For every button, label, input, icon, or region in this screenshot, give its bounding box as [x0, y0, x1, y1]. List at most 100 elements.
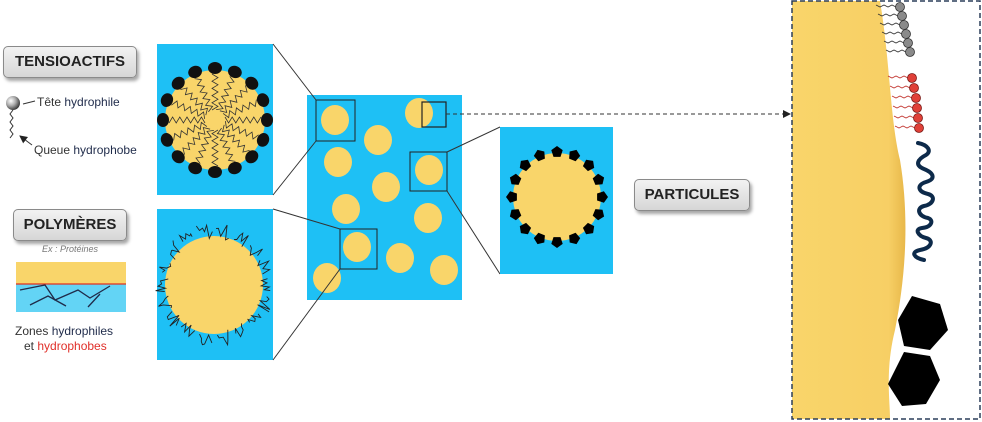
particle	[519, 159, 532, 172]
emulsion-droplet	[430, 255, 458, 285]
polymer-zones-icon	[16, 262, 126, 312]
surfactant-head	[171, 76, 185, 90]
head-label: Tête hydrophile	[37, 95, 120, 109]
particle	[592, 173, 605, 185]
emulsion-droplet	[321, 105, 349, 135]
interface-surfactant-tail	[889, 85, 911, 89]
interface-surfactant-tail	[879, 22, 901, 26]
polymer-chain	[247, 313, 262, 323]
surfactant-tail	[195, 130, 214, 164]
emulsion-droplet	[332, 194, 360, 224]
particles-label: PARTICULES	[634, 179, 750, 211]
surfactant-head	[256, 93, 270, 107]
polymer-chain	[180, 322, 196, 338]
surfactant-head	[245, 150, 259, 164]
particle	[597, 191, 608, 203]
surfactant-tail	[171, 100, 205, 119]
interface-particle-1	[898, 296, 948, 350]
polymer-chain	[217, 329, 229, 347]
polymer-chain	[159, 263, 172, 273]
particle-droplet-panel	[500, 127, 613, 274]
polymer-chain	[259, 278, 271, 292]
surfactant-head	[245, 76, 259, 90]
interface-surfactant-tail	[894, 125, 916, 129]
surfactant-tail	[221, 124, 250, 153]
interface-surfactant-tail	[881, 31, 903, 35]
particle	[551, 237, 563, 248]
surfactant-head	[160, 133, 174, 147]
surfactant-tail	[168, 116, 206, 124]
polymers-label: POLYMÈRES	[13, 209, 127, 241]
interface-surfactant-head	[911, 93, 921, 103]
surfactant-tail	[216, 76, 235, 110]
tail-label: Queue hydrophobe	[34, 143, 137, 157]
polymer-chain	[170, 240, 181, 260]
interface-surfactant-tail	[887, 75, 909, 79]
emulsion-droplet	[414, 203, 442, 233]
interface-surfactants	[875, 2, 924, 133]
surfactant-head	[188, 65, 202, 79]
surfactant-tail	[216, 127, 236, 162]
surfactant-tail	[173, 121, 208, 141]
particle	[551, 146, 563, 157]
surfactant-head	[160, 93, 174, 107]
example-label: Ex : Protéines	[42, 244, 99, 254]
polymer-chain	[249, 245, 263, 256]
polymer-chain	[257, 296, 271, 313]
polymer-chain	[178, 232, 193, 242]
zoom-box-particles	[409, 151, 448, 192]
interface-surfactant-tail	[883, 40, 905, 44]
surfactants-label: TENSIOACTIFS	[3, 46, 137, 78]
interface-surfactant-tail	[885, 49, 907, 53]
interface-polymer	[912, 141, 935, 262]
interface-surfactant-head	[907, 73, 917, 83]
interface-surfactant-tail	[877, 13, 899, 17]
particle-shapes	[506, 146, 608, 248]
polymer-chain	[155, 278, 169, 292]
surfactant-tails	[168, 73, 262, 167]
interface-detail-panel	[791, 0, 981, 420]
surfactant-tail	[224, 116, 262, 124]
polymer-chain	[234, 323, 244, 338]
emulsion-droplet	[343, 232, 371, 262]
particle	[569, 149, 581, 162]
interface-surfactant-head	[909, 83, 919, 93]
surfactant-head	[188, 161, 202, 175]
zones-label: Zones hydrophiles	[15, 324, 114, 338]
emulsion-droplet	[372, 172, 400, 202]
surfactant-tail	[222, 99, 257, 119]
polymer-chain	[257, 260, 271, 275]
surfactant-droplet-panel	[157, 44, 273, 195]
polymer-chain	[216, 224, 229, 241]
polymer-chains	[155, 223, 271, 347]
interface-particle-2	[888, 352, 940, 406]
zoom-box-surfactant	[315, 99, 356, 142]
zoom-box-polymer	[339, 228, 378, 270]
emulsion-droplet	[415, 155, 443, 185]
surfactant-head	[208, 166, 222, 178]
surfactant-tail	[180, 87, 209, 116]
interface-surfactant-head	[912, 103, 922, 113]
emulsion-droplets	[313, 98, 458, 293]
interface-surfactant-head	[905, 47, 915, 57]
interface-surfactant-head	[899, 20, 909, 30]
surfactant-tail	[219, 85, 248, 114]
particle	[509, 173, 522, 185]
emulsion-droplet	[405, 98, 433, 128]
zoom-connectors	[272, 43, 501, 361]
particle	[519, 222, 532, 235]
emulsion-droplet	[313, 263, 341, 293]
interface-surfactant-tail	[893, 115, 915, 119]
polymer-chain	[199, 333, 213, 346]
surfactant-head	[171, 150, 185, 164]
surfactant-head	[208, 62, 222, 74]
interface-surfactant-tail	[891, 95, 913, 99]
emulsion-panel	[307, 95, 462, 300]
polymer-chain	[166, 311, 180, 327]
interface-surfactant-head	[897, 11, 907, 21]
surfactant-tail	[182, 126, 211, 155]
particle	[592, 209, 605, 221]
polymer-chain	[234, 232, 249, 247]
polymer-chain	[195, 223, 213, 240]
